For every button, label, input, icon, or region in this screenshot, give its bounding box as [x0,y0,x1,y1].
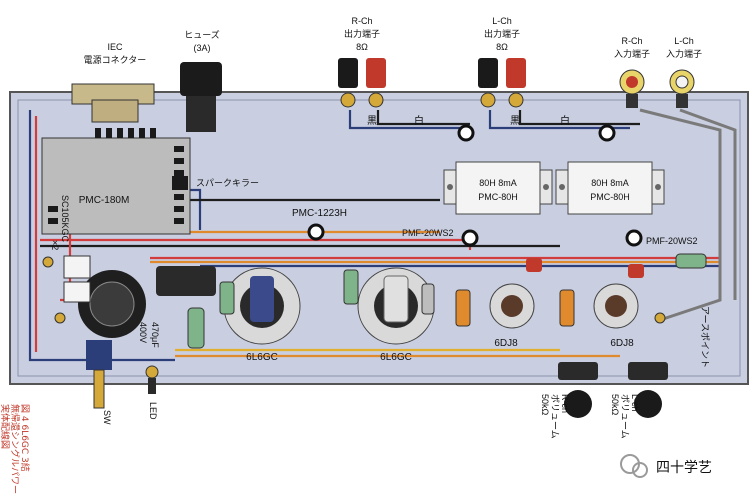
power-transformer-model: PMC-180M [79,195,130,206]
pmf-label-left: PMF-20WS2 [402,228,454,238]
cap-label-1: 470μF [150,322,160,348]
filter-capacitor [78,270,146,338]
x2-label: ×2 [50,240,60,250]
tube-socket-6dj8-left [489,283,535,329]
choke-label: PMC-1223H [292,208,347,219]
power-switch[interactable] [86,340,112,409]
watermark [620,454,648,478]
fuse-label-line2: (3A) [193,43,210,53]
ground-lug-1 [457,124,475,142]
choke-terminal [307,223,325,241]
power-transformer [41,128,191,235]
bridge-rectifier [63,255,91,279]
r-out-label2: 出力端子 [344,28,380,40]
otr-model: PMC-80H [590,192,630,202]
l-in-label2: 入力端子 [666,48,702,60]
wire-white-2: 白 [560,114,570,127]
otl-model: PMC-80H [478,192,518,202]
caption-line3: 実体配線図 [0,404,11,449]
vol-l-1: L-ch [630,394,640,412]
tube-label-6dj8-right: 6DJ8 [610,338,634,349]
iec-connector [71,83,155,123]
output-transformer-left [443,161,553,215]
vol-l-3: 50kΩ [610,394,620,416]
earth-point [654,312,666,324]
l-out-label2: 出力端子 [484,28,520,40]
r-out-label1: R-Ch [351,16,372,26]
vol-r-1: R-ch [560,394,570,413]
ground-lug-4 [42,256,54,268]
vol-l-2: ボリューム [619,394,630,439]
ground-lug-2 [598,124,616,142]
rectifier-2 [63,281,91,303]
passive-components [187,253,707,349]
volume-pot-l[interactable] [628,362,668,418]
l-ch-output-terminals [478,58,526,108]
l-ch-input-jack [669,69,695,108]
r-in-label2: 入力端子 [614,48,650,60]
otr-rating: 80H 8mA [591,178,629,188]
wire-black-1: 黒 [367,115,377,127]
fuse-holder [180,62,222,132]
switch-label: SW [102,410,112,425]
pmf-label-right: PMF-20WS2 [646,236,698,246]
vol-r-3: 50kΩ [540,394,550,416]
tube-label-6l6gc-left: 6L6GC [246,352,278,363]
caption-line1: 図 4 6L6GC 3結 [19,404,31,472]
tube-label-6dj8-left: 6DJ8 [494,338,518,349]
wire-black-2: 黒 [510,115,520,127]
tube-socket-6dj8-right [593,283,639,329]
spark-killer-label: スパークキラー [196,178,259,189]
tube-socket-6l6gc-left [223,267,301,345]
tube-label-6l6gc-right: 6L6GC [380,352,412,363]
l-in-label1: L-Ch [674,36,694,46]
ground-lug-3 [54,312,66,324]
power-led [145,365,159,394]
iec-label-line1: IEC [107,42,123,52]
led-label: LED [148,402,158,420]
wire-white-1: 白 [414,114,424,127]
fuse-label-line1: ヒューズ [184,29,220,41]
choke-coil [156,266,216,296]
spark-killer [172,176,188,190]
l-out-label1: L-Ch [492,16,512,26]
r-ch-output-terminals [338,58,386,108]
r-out-label3: 8Ω [356,42,368,52]
caption-line2: 無帰還シングルパワー [9,404,21,494]
otl-rating: 80H 8mA [479,178,517,188]
earth-point-label: アースポイント [699,306,710,368]
volume-pot-r[interactable] [558,362,598,418]
iec-label-line2: 電源コネクター [84,55,147,66]
r-in-label1: R-Ch [621,36,642,46]
cap-label-2: 400V [138,322,148,343]
tube-socket-6l6gc-right [357,267,435,345]
r-ch-input-jack [619,69,645,108]
power-transformer-side-label: SC105KGC [60,195,70,243]
output-transformer-right [555,161,665,215]
pmf-terminal-right [625,229,643,247]
pmf-terminal-left [461,229,479,247]
watermark-text: 四十学艺 [656,460,712,476]
vol-r-2: ボリューム [549,394,560,439]
l-out-label3: 8Ω [496,42,508,52]
